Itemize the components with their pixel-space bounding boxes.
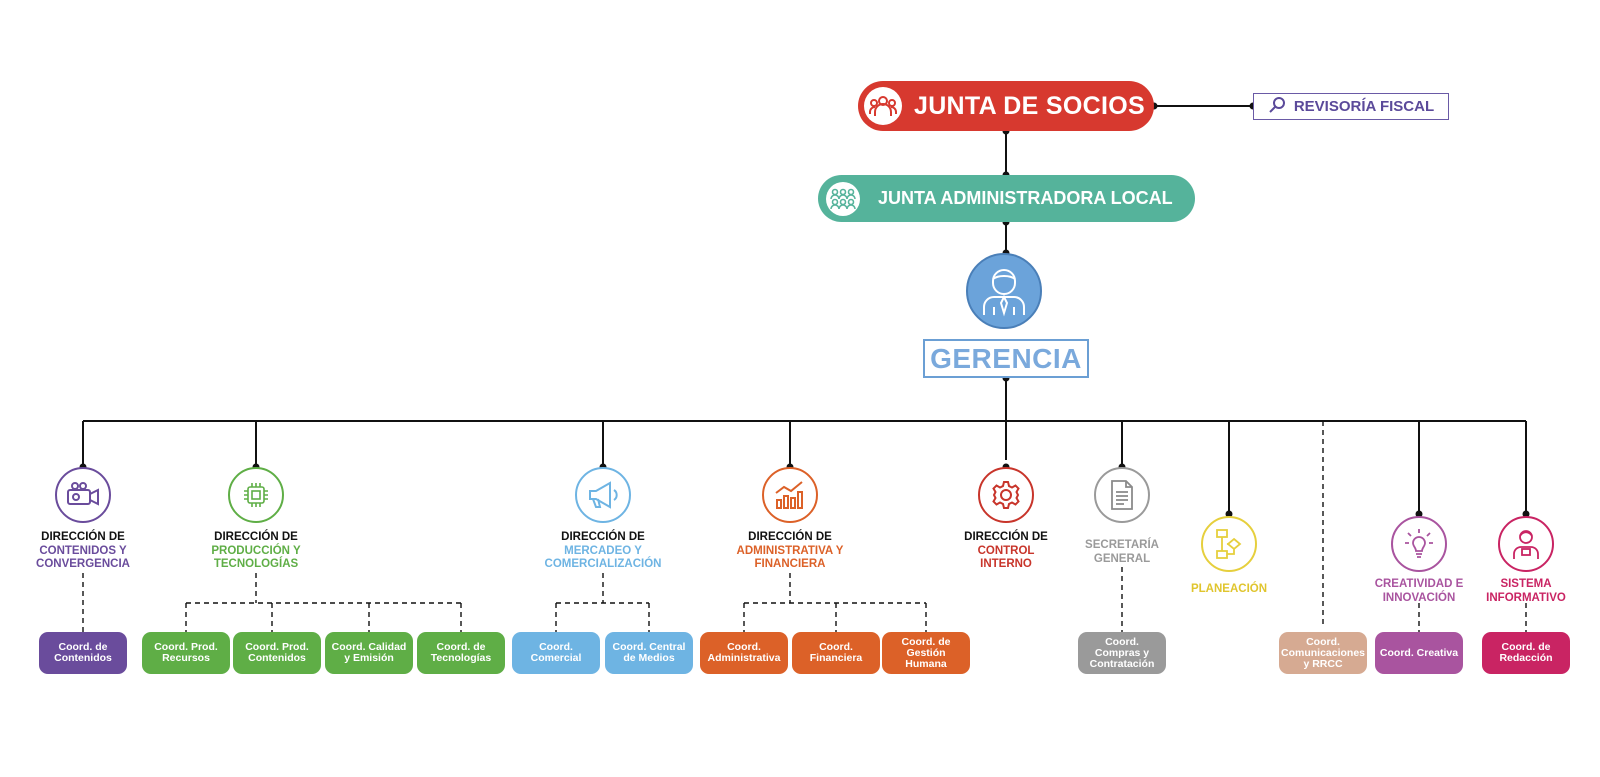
reporter-icon xyxy=(1498,516,1554,572)
junta-administradora-local-label: JUNTA ADMINISTRADORA LOCAL xyxy=(878,188,1173,208)
planeacion-label: PLANEACIÓN xyxy=(1190,583,1268,595)
junta-de-socios-node[interactable]: JUNTA DE SOCIOS xyxy=(858,81,1154,131)
coord-calidad-emision-box[interactable]: Coord. Calidad y Emisión xyxy=(325,632,413,674)
video-camera-icon xyxy=(55,467,111,523)
megaphone-icon xyxy=(575,467,631,523)
junta-de-socios-label: JUNTA DE SOCIOS xyxy=(914,91,1145,120)
manager-person-icon xyxy=(966,253,1042,329)
coord-redaccion-box[interactable]: Coord. de Redacción xyxy=(1482,632,1570,674)
coord-creativa-box[interactable]: Coord. Creativa xyxy=(1375,632,1463,674)
flowchart-icon xyxy=(1201,516,1257,572)
coord-prod-contenidos-box[interactable]: Coord. Prod. Contenidos xyxy=(233,632,321,674)
coord-financiera-box[interactable]: Coord. Financiera xyxy=(792,632,880,674)
sistema-informativo-label: SISTEMA INFORMATIVO xyxy=(1486,578,1566,604)
group-people-icon xyxy=(864,87,902,125)
revisoria-fiscal-node[interactable]: REVISORÍA FISCAL xyxy=(1253,93,1449,120)
gear-icon xyxy=(978,467,1034,523)
coord-prod-recursos-box[interactable]: Coord. Prod. Recursos xyxy=(142,632,230,674)
assembly-people-icon xyxy=(826,181,860,216)
coord-contenidos-box[interactable]: Coord. de Contenidos xyxy=(39,632,127,674)
coord-comunicaciones-box[interactable]: Coord. Comunicaciones y RRCC xyxy=(1279,632,1367,674)
junta-administradora-local-node[interactable]: JUNTA ADMINISTRADORA LOCAL xyxy=(818,175,1195,222)
creatividad-label: CREATIVIDAD E INNOVACIÓN xyxy=(1374,578,1464,604)
coord-comercial-box[interactable]: Coord. Comercial xyxy=(512,632,600,674)
coord-central-medios-box[interactable]: Coord. Central de Medios xyxy=(605,632,693,674)
lightbulb-icon xyxy=(1391,516,1447,572)
document-icon xyxy=(1094,467,1150,523)
gerencia-node[interactable]: GERENCIA xyxy=(923,339,1089,378)
coord-administrativa-box[interactable]: Coord. Administrativa xyxy=(700,632,788,674)
direccion-contenidos-label: DIRECCIÓN DE CONTENIDOS Y CONVERGENCIA xyxy=(36,531,130,570)
chip-icon xyxy=(228,467,284,523)
revisoria-fiscal-label: REVISORÍA FISCAL xyxy=(1293,98,1435,115)
magnifier-icon xyxy=(1268,96,1286,118)
direccion-produccion-label: DIRECCIÓN DE PRODUCCIÓN Y TECNOLOGÍAS xyxy=(211,531,301,570)
gerencia-label: GERENCIA xyxy=(930,342,1082,374)
secretaria-general-label: SECRETARÍA GENERAL xyxy=(1085,539,1159,565)
coord-compras-box[interactable]: Coord. Compras y Contratación xyxy=(1078,632,1166,674)
coord-tecnologias-box[interactable]: Coord. de Tecnologías xyxy=(417,632,505,674)
bar-chart-icon xyxy=(762,467,818,523)
direccion-administrativa-label: DIRECCIÓN DE ADMINISTRATIVA Y FINANCIERA xyxy=(736,531,844,570)
direccion-control-label: DIRECCIÓN DE CONTROL INTERNO xyxy=(964,531,1048,570)
direccion-mercadeo-label: DIRECCIÓN DE MERCADEO Y COMERCIALIZACIÓN xyxy=(544,531,662,570)
coord-gestion-humana-box[interactable]: Coord. de Gestión Humana xyxy=(882,632,970,674)
